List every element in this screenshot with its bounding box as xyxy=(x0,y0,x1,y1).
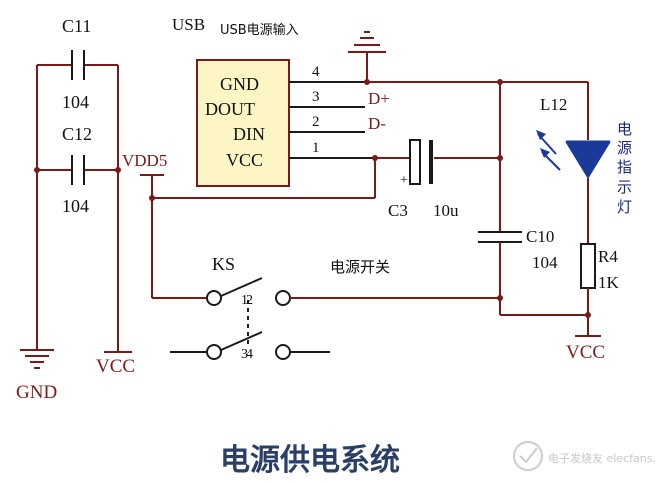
c11-label: C11 xyxy=(62,16,91,36)
c3-label: C3 xyxy=(388,201,408,220)
c3-value: 10u xyxy=(433,201,459,220)
capacitor-c3: + xyxy=(400,139,503,188)
usb-pin-number-2: 2 xyxy=(312,114,320,130)
usb-pin-wires xyxy=(289,81,375,159)
c11-value: 104 xyxy=(62,92,89,112)
gnd-symbol-top xyxy=(348,31,386,85)
c12-label: C12 xyxy=(62,124,92,144)
c10-label: C10 xyxy=(526,227,554,246)
usb-pin-dout: DOUT xyxy=(205,99,255,119)
gnd-symbol-left xyxy=(20,340,54,369)
led-l12 xyxy=(536,130,611,244)
switch-pin-2: 2 xyxy=(246,293,253,308)
c10-value: 104 xyxy=(532,253,558,272)
power-switch: 1 3 xyxy=(151,198,500,362)
vcc-label-left: VCC xyxy=(96,356,135,377)
vdd5-symbol xyxy=(140,174,164,198)
usb-subtitle: USB电源输入 xyxy=(220,22,299,38)
led-label: L12 xyxy=(540,95,567,114)
svg-text:指: 指 xyxy=(617,158,632,176)
capacitor-c10 xyxy=(478,231,522,315)
vcc-label-right: VCC xyxy=(566,342,605,363)
watermark-text: 电子发烧友 elecfans.com xyxy=(548,451,655,465)
usb-connector-body xyxy=(196,59,290,187)
capacitor-bank xyxy=(34,50,121,340)
vdd5-label: VDD5 xyxy=(122,151,167,170)
usb-pin-gnd: GND xyxy=(220,74,259,94)
usb-pin-vcc: VCC xyxy=(226,150,263,170)
usb-title: USB xyxy=(172,15,205,34)
switch-pin-4: 4 xyxy=(246,347,253,362)
svg-text:电: 电 xyxy=(617,120,632,138)
switch-label: KS xyxy=(212,254,235,274)
switch-description: 电源开关 xyxy=(330,258,390,276)
svg-text:灯: 灯 xyxy=(617,198,632,216)
resistor-r4 xyxy=(575,243,601,337)
svg-text:3: 3 xyxy=(241,347,248,362)
led-description: 电 源 指 示 灯 xyxy=(617,120,632,216)
svg-text:示: 示 xyxy=(617,178,632,196)
usb-pin-number-4: 4 xyxy=(312,64,320,80)
diagram-title: 电源供电系统 xyxy=(220,443,400,478)
r4-label: R4 xyxy=(598,247,618,266)
usb-pin-number-3: 3 xyxy=(312,89,320,105)
r4-value: 1K xyxy=(598,273,620,292)
usb-pin-din: DIN xyxy=(233,124,265,144)
watermark-logo xyxy=(513,441,543,471)
vcc-symbol-left xyxy=(104,340,132,353)
svg-text:1: 1 xyxy=(241,293,248,308)
usb-data-minus: D- xyxy=(368,114,386,133)
gnd-label: GND xyxy=(16,382,57,403)
svg-text:源: 源 xyxy=(617,139,632,157)
c12-value: 104 xyxy=(62,196,89,216)
usb-pin-number-1: 1 xyxy=(312,140,320,156)
usb-data-plus: D+ xyxy=(368,89,390,108)
svg-text:+: + xyxy=(400,173,408,188)
